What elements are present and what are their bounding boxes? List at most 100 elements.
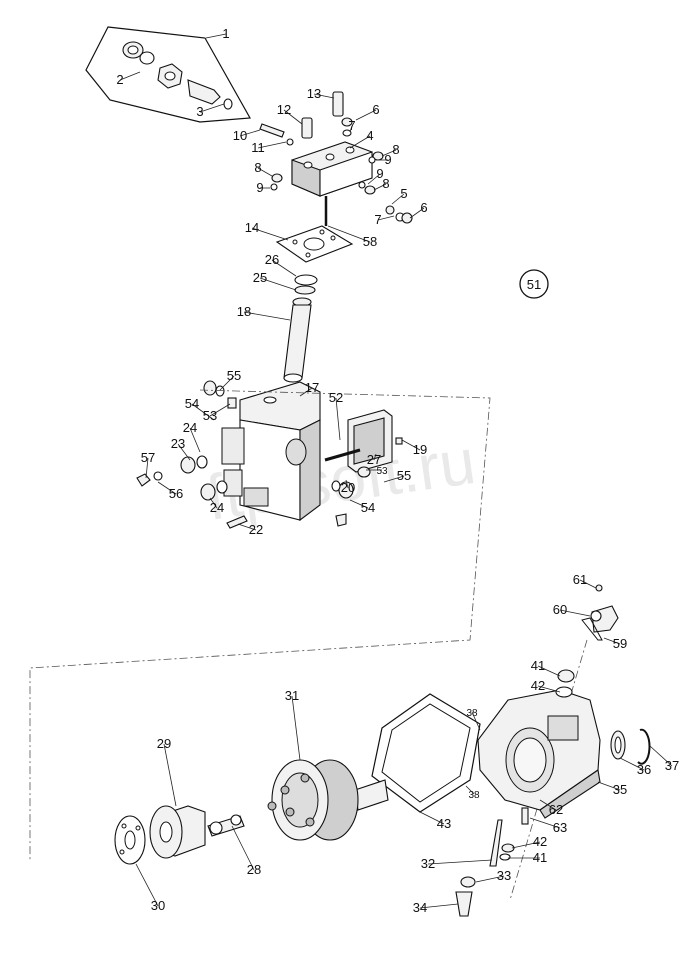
callout-25: 25 — [253, 270, 297, 291]
callout-number: 34 — [413, 900, 427, 915]
leader-line — [619, 757, 645, 771]
callout-41: 41 — [508, 850, 547, 865]
callout-27: 27 — [367, 452, 381, 467]
callout-number: 12 — [277, 102, 291, 117]
callout-number: 14 — [245, 220, 259, 235]
leader-line — [603, 637, 621, 645]
callout-13: 13 — [307, 86, 335, 101]
callout-4: 4 — [349, 128, 374, 149]
leader-line — [529, 817, 561, 829]
leader-line — [427, 859, 493, 865]
right-fittings — [324, 409, 403, 527]
housing-gasket — [371, 693, 481, 813]
callout-number: 42 — [533, 834, 547, 849]
leader-line — [419, 903, 459, 909]
svg-text:51: 51 — [527, 277, 541, 292]
callout-number: 19 — [413, 442, 427, 457]
callout-59: 59 — [603, 636, 627, 651]
leader-line — [373, 453, 377, 461]
leader-line — [465, 785, 475, 795]
callout-32: 32 — [421, 856, 493, 871]
callout-8: 8 — [254, 160, 273, 177]
callout-number: 25 — [253, 270, 267, 285]
callout-number: 36 — [637, 762, 651, 777]
lower-fittings — [455, 807, 529, 917]
callout-number: 9 — [256, 180, 263, 195]
leader-line — [271, 259, 297, 277]
callout-10: 10 — [233, 128, 261, 143]
callout-number: 38 — [466, 708, 478, 719]
callout-number: 9 — [384, 152, 391, 167]
leader-line — [367, 173, 381, 185]
leader-line — [381, 149, 397, 157]
callout-number: 1 — [222, 26, 229, 41]
callout-29: 29 — [157, 736, 177, 807]
leader-line — [209, 403, 231, 417]
callout-number: 55 — [397, 468, 411, 483]
swash-bracket — [581, 584, 619, 641]
callout-43: 43 — [419, 811, 451, 831]
callout-number: 2 — [116, 72, 123, 87]
callout-55: 55 — [219, 368, 241, 391]
leader-line — [177, 443, 191, 461]
callout-2: 2 — [116, 71, 141, 87]
callout-7: 7 — [348, 118, 355, 133]
leader-line — [349, 499, 369, 509]
leader-line — [355, 109, 377, 121]
leader-line — [391, 193, 405, 205]
callout-19: 19 — [401, 439, 427, 457]
callout-number: 35 — [613, 782, 627, 797]
callout-number: 31 — [285, 688, 299, 703]
callout-22: 22 — [237, 522, 263, 537]
callout-number: 54 — [185, 396, 199, 411]
callout-18: 18 — [237, 304, 291, 321]
callout-9: 9 — [256, 180, 270, 195]
callout-38: 38 — [466, 708, 481, 731]
callout-35: 35 — [597, 781, 627, 797]
leader-line — [383, 475, 405, 483]
callout-8: 8 — [381, 142, 400, 157]
callout-1: 1 — [205, 26, 230, 41]
leader-line — [373, 183, 387, 191]
leader-line — [537, 665, 561, 677]
leader-line — [259, 277, 297, 291]
callout-number: 29 — [157, 736, 171, 751]
leader-line — [243, 311, 291, 321]
callout-number: 42 — [531, 678, 545, 693]
callout-number: 28 — [247, 862, 261, 877]
callout-37: 37 — [649, 745, 679, 773]
callout-number: 55 — [227, 368, 241, 383]
callout-number: 6 — [420, 200, 427, 215]
callout-number: 13 — [307, 86, 321, 101]
callout-14: 14 — [245, 220, 289, 241]
callout-38: 38 — [465, 785, 480, 801]
callout-23: 23 — [171, 436, 191, 461]
leader-line — [539, 799, 557, 811]
callout-number: 4 — [366, 128, 373, 143]
leader-line — [377, 215, 395, 221]
callout-number: 41 — [533, 850, 547, 865]
callout-34: 34 — [413, 900, 459, 915]
callout-number: 10 — [233, 128, 247, 143]
callout-number: 7 — [348, 118, 355, 133]
leader-line — [257, 167, 273, 177]
leader-line — [511, 841, 541, 849]
callout-number: 62 — [549, 802, 563, 817]
callout-number: 18 — [237, 304, 251, 319]
leader-line — [119, 71, 141, 81]
callout-number: 23 — [171, 436, 185, 451]
callout-number: 57 — [141, 450, 155, 465]
callout-9: 9 — [376, 152, 392, 167]
kit-badge-51: 51 — [519, 269, 549, 299]
callout-number: 53 — [376, 466, 388, 477]
leader-line — [537, 685, 561, 693]
callout-42: 42 — [531, 678, 561, 693]
leader-line — [649, 745, 673, 767]
callout-number: 54 — [361, 500, 375, 515]
callout-20: 20 — [341, 479, 355, 495]
leader-line — [257, 141, 287, 149]
shaft-seal — [610, 728, 651, 765]
callout-number: 41 — [531, 658, 545, 673]
callout-6: 6 — [355, 102, 380, 121]
control-housing — [291, 141, 373, 226]
